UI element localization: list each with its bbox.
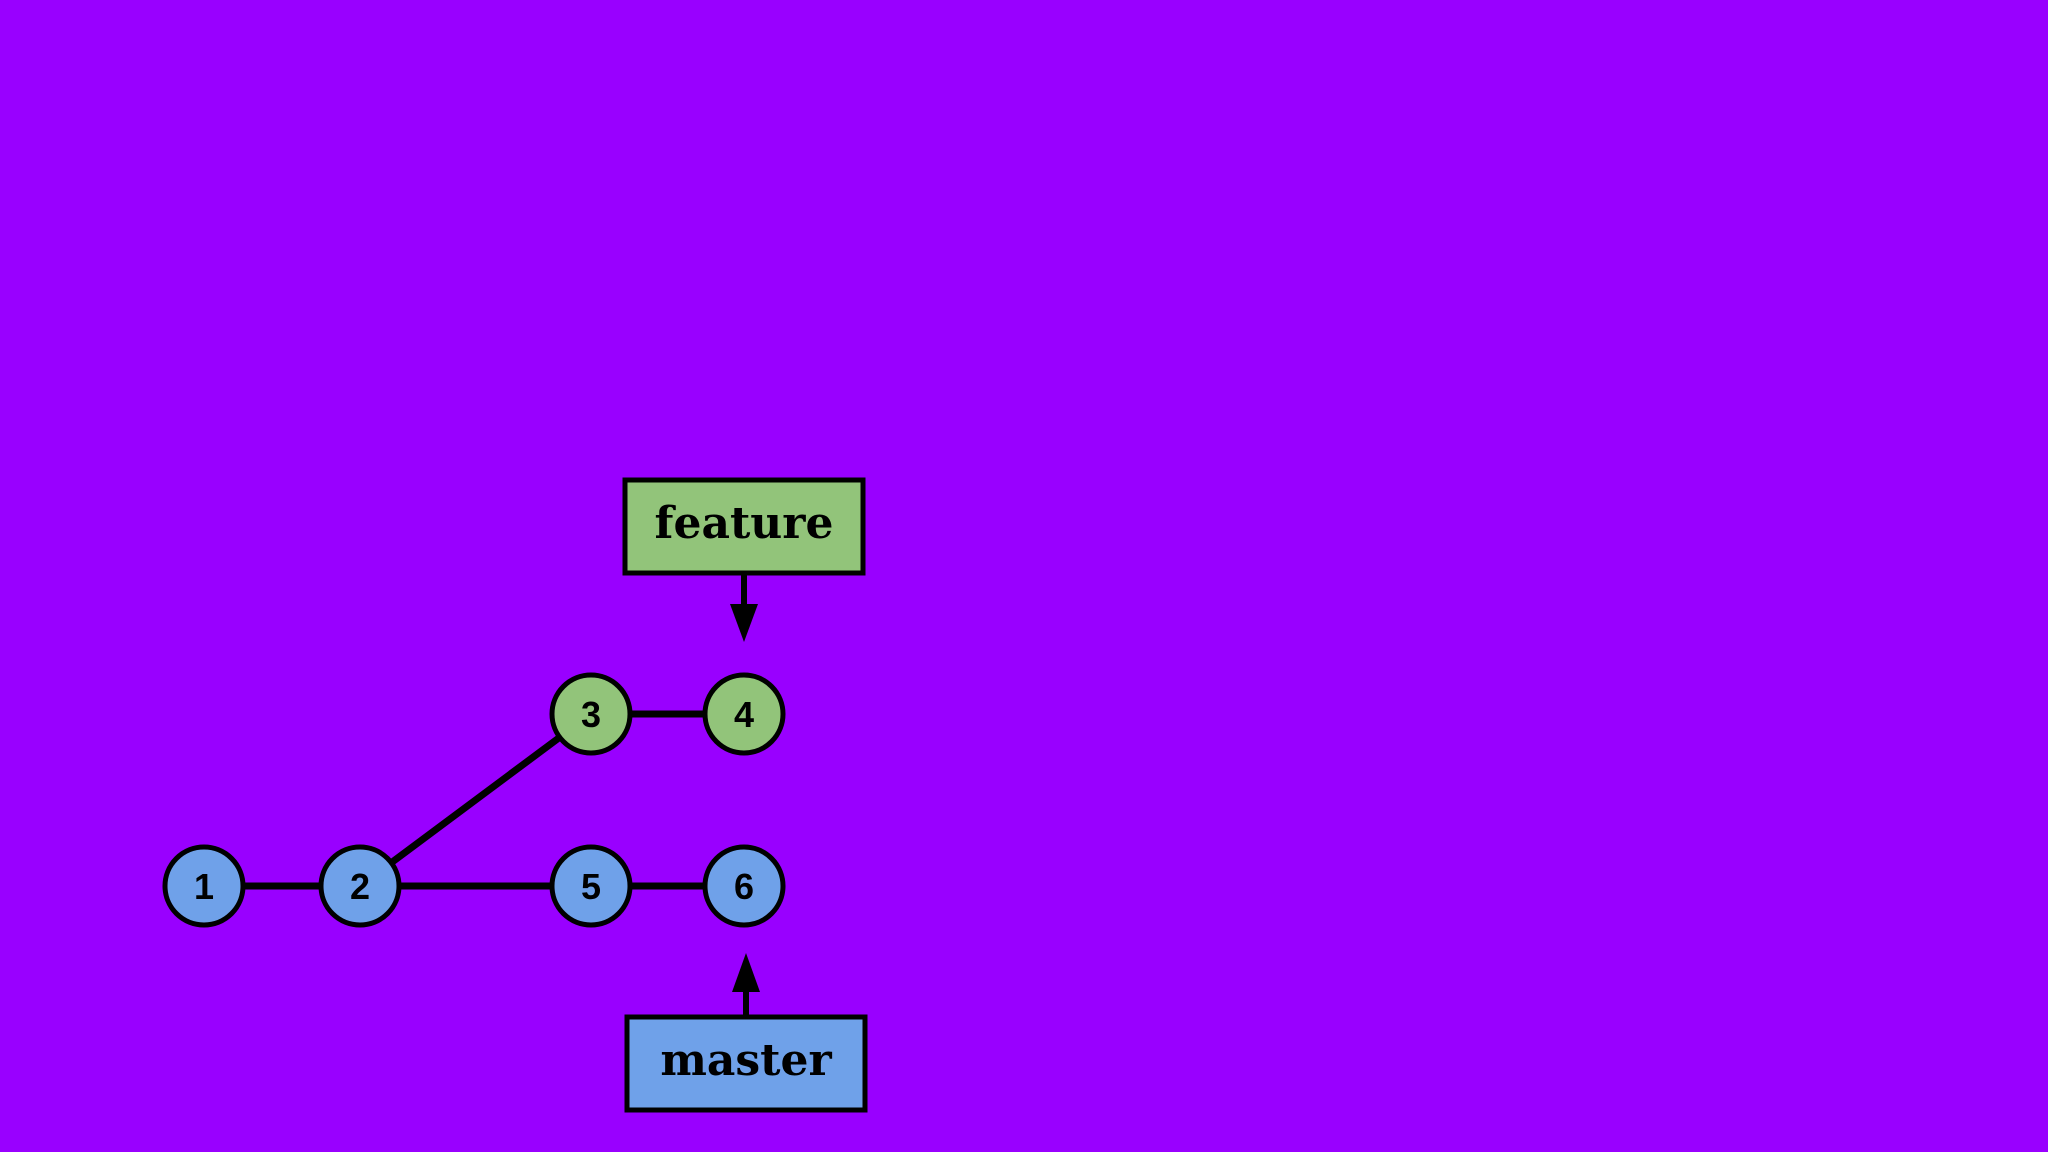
master-arrow-head [732,953,760,992]
commit-6: 6 [702,844,786,928]
commit-1-circle [162,844,246,928]
commit-3: 3 [549,672,633,756]
master-branch-label: master [660,1035,832,1086]
commit-4-circle [702,672,786,756]
edge-2-3 [356,710,595,890]
commit-5-circle [549,844,633,928]
feature-arrow-head [730,604,758,642]
commit-2-circle [318,844,402,928]
commit-1-label: 1 [194,866,214,907]
commit-edges [200,710,748,890]
commit-2: 2 [318,844,402,928]
commit-6-circle [702,844,786,928]
commit-2-label: 2 [350,866,370,907]
feature-branch-pointer: feature [622,477,866,642]
master-branch-pointer: master [624,953,868,1113]
commit-1: 1 [162,844,246,928]
commit-5-label: 5 [581,866,601,907]
commit-5: 5 [549,844,633,928]
commit-4-label: 4 [734,694,754,735]
commit-4: 4 [702,672,786,756]
commit-6-label: 6 [734,866,754,907]
master-branch-box [624,1014,868,1113]
commit-3-circle [549,672,633,756]
feature-branch-label: feature [655,498,834,549]
commit-3-label: 3 [581,694,601,735]
